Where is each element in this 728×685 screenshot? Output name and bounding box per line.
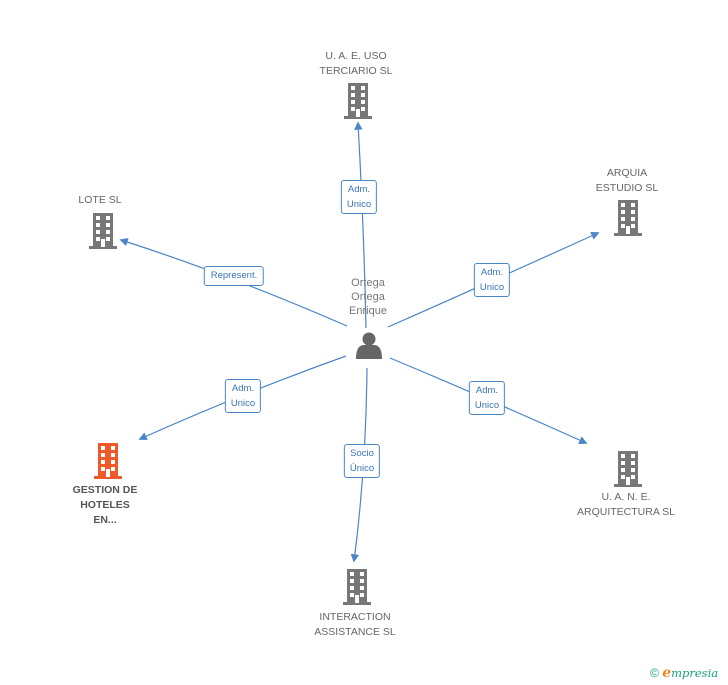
edge-label-interaction-line: Socio (350, 448, 374, 459)
edge-label-uane: Adm. Unico (468, 381, 506, 415)
building-icon[interactable] (89, 213, 117, 249)
node-label-gestion-line: GESTION DE (72, 484, 138, 496)
node-label-interaction-line: ASSISTANCE SL (314, 626, 396, 638)
person-icon[interactable] (356, 332, 382, 360)
node-label-uae-uso-line: U. A. E. USO (325, 50, 387, 62)
node-label-interaction-line: INTERACTION (319, 611, 391, 623)
node-label-arquia-line: ARQUIA (606, 167, 648, 179)
node-label-uane-line: U. A. N. E. (601, 491, 651, 503)
node-label-gestion-line: EN... (93, 514, 117, 526)
node-label-arquia: ARQUIA ESTUDIO SL (596, 166, 658, 196)
edge-label-uae-uso: Adm. Unico (340, 180, 378, 214)
node-label-uane: U. A. N. E. ARQUITECTURA SL (577, 490, 675, 520)
edge-label-lote-line: Represent. (210, 270, 258, 281)
edge-label-arquia: Adm. Unico (473, 263, 511, 297)
edge-label-uane-line: Adm. (475, 385, 499, 396)
building-icon[interactable] (344, 83, 372, 119)
building-icon[interactable] (614, 200, 642, 236)
node-label-gestion: GESTION DE HOTELES EN... (73, 483, 138, 528)
edge-label-arquia-line: Unico (479, 282, 505, 293)
center-person-label-line: Enrique (349, 305, 387, 317)
copyright-symbol: © (650, 666, 659, 680)
node-label-uae-uso-line: TERCIARIO SL (319, 65, 393, 77)
brand-logo: empresia (662, 665, 719, 681)
building-icon[interactable] (94, 443, 122, 479)
edge-label-lote: Represent. (203, 266, 265, 286)
edge-label-gestion: Adm. Unico (224, 379, 262, 413)
node-label-uae-uso: U. A. E. USO TERCIARIO SL (320, 49, 393, 79)
edge-label-arquia-line: Adm. (480, 267, 504, 278)
building-icon[interactable] (614, 451, 642, 487)
node-label-interaction: INTERACTION ASSISTANCE SL (314, 610, 396, 640)
edge-label-uae-uso-line: Adm. (347, 184, 371, 195)
node-label-arquia-line: ESTUDIO SL (595, 182, 659, 194)
building-icon[interactable] (343, 569, 371, 605)
edge-label-gestion-line: Adm. (231, 383, 255, 394)
center-person-label-line: Ortega (351, 277, 385, 289)
node-label-lote-line: LOTE SL (78, 194, 122, 206)
edge-label-interaction-line: Único (349, 463, 375, 474)
node-label-uane-line: ARQUITECTURA SL (576, 506, 676, 518)
node-label-lote: LOTE SL (78, 193, 121, 208)
edge-label-uane-line: Unico (474, 400, 500, 411)
center-person-label-line: Ortega (351, 291, 385, 303)
node-label-gestion-line: HOTELES (80, 499, 130, 511)
edge-uae-uso (354, 121, 367, 329)
edge-label-gestion-line: Unico (230, 398, 256, 409)
icons-layer (89, 83, 642, 605)
footer-brand: © empresia (650, 665, 718, 681)
edge-label-uae-uso-line: Unico (346, 199, 372, 210)
